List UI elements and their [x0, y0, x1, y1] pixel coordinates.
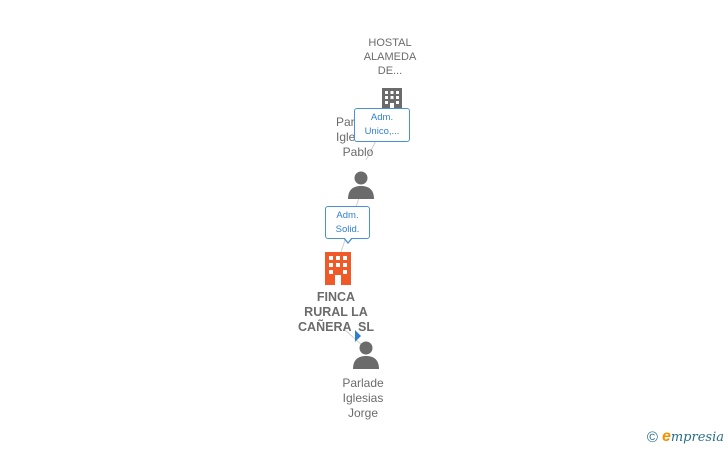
brand-logo-text: mpresia — [670, 429, 724, 445]
copyright-icon: © — [646, 428, 658, 446]
relation-tag-adm-unico[interactable]: Adm. Unico,... — [354, 108, 410, 142]
brand-footer: © e mpresia — [647, 428, 724, 446]
building-icon[interactable] — [380, 86, 404, 110]
finca-label-line: FINCA — [316, 290, 356, 304]
relation-tag-adm-solid[interactable]: Adm. Solid. — [325, 206, 370, 244]
arrow-right-icon — [355, 330, 361, 342]
hostal-label-line: ALAMEDA — [363, 51, 417, 63]
relation-line: Adm. — [336, 210, 359, 221]
connector-finca-jorge — [344, 329, 363, 346]
finca-label-line: CAÑERA SL — [298, 320, 374, 334]
pablo-label-line: Igle — [336, 130, 356, 144]
person-icon[interactable] — [351, 340, 381, 370]
building-icon[interactable] — [322, 251, 354, 285]
hostal-label-line: HOSTAL — [368, 37, 412, 49]
jorge-label-line: Parlade — [342, 376, 384, 390]
hostal-label-line: DE... — [377, 65, 403, 77]
pablo-label-line: Pablo — [342, 145, 374, 159]
brand-logo-letter: e — [661, 428, 671, 445]
pablo-label-line: Par — [336, 115, 355, 129]
jorge-label-line: Iglesias — [342, 391, 384, 405]
finca-label[interactable]: FINCA RURAL LA CAÑERA SL — [288, 290, 384, 335]
hostal-label[interactable]: HOSTAL ALAMEDA DE... — [350, 36, 430, 78]
jorge-label-line: Jorge — [347, 406, 379, 420]
relation-line: Adm. — [370, 112, 394, 123]
jorge-label[interactable]: Parlade Iglesias Jorge — [323, 376, 403, 421]
tag-caret-icon — [342, 237, 353, 244]
relation-line: Solid. — [335, 224, 360, 235]
finca-label-line: RURAL LA — [304, 305, 368, 319]
person-icon[interactable] — [346, 170, 376, 200]
pablo-label[interactable]: Par Igle Pablo — [320, 115, 396, 160]
relation-line: Unico,... — [364, 126, 400, 137]
